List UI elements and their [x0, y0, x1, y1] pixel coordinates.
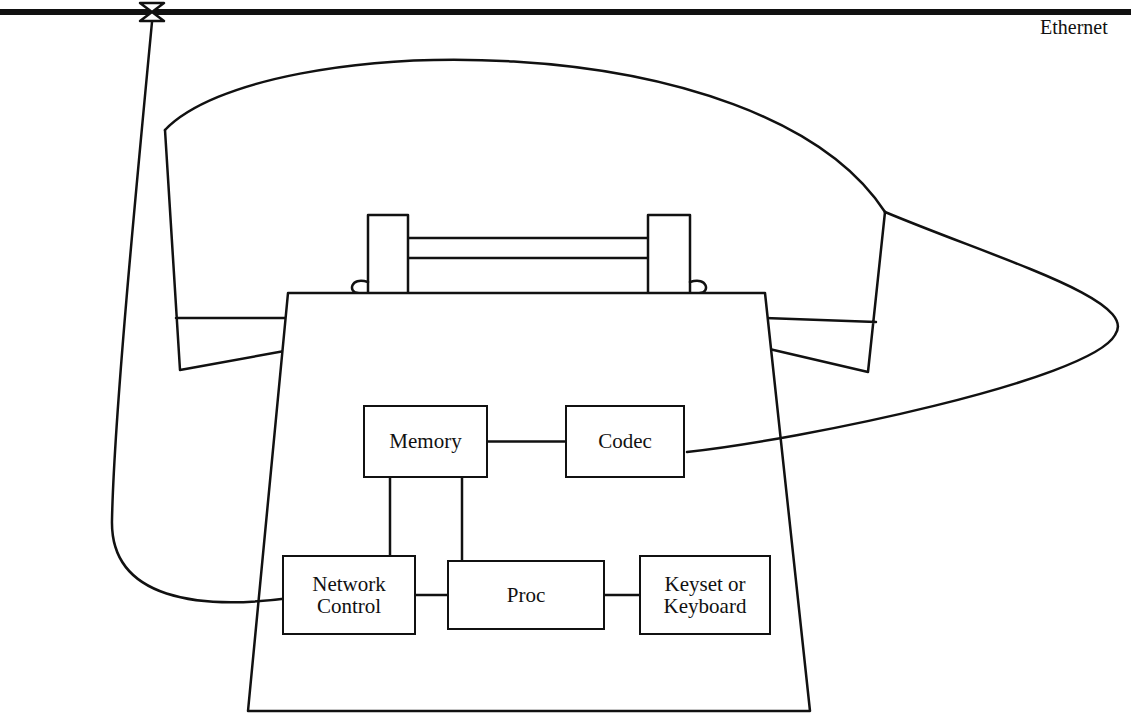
component-name: Memory — [389, 430, 461, 452]
cradle-hook-curves — [352, 281, 706, 293]
component-box: Keyset or Keyboard — [639, 555, 771, 635]
component-box: Codec — [565, 405, 685, 478]
component-box: Memory — [363, 405, 488, 478]
component-box: Network Control — [282, 555, 416, 635]
component-name: Network Control — [284, 573, 414, 617]
cradle-hooks — [368, 215, 690, 293]
handset-cord — [687, 212, 1118, 452]
network-cable — [112, 22, 290, 602]
component-name: Codec — [598, 430, 652, 452]
network-label: Ethernet — [1040, 16, 1108, 39]
handset-earpiece — [765, 212, 885, 372]
ethernet-bus — [0, 9, 1131, 15]
phone-base — [248, 293, 810, 711]
bus-line — [461, 478, 464, 560]
handset-arch — [165, 60, 885, 212]
component-name: Keyset or Keyboard — [641, 573, 769, 617]
handset-mouthpiece — [165, 130, 290, 370]
bus-line — [488, 440, 565, 443]
component-box: Proc — [447, 560, 605, 630]
component-name: Proc — [507, 584, 546, 606]
bus-line — [416, 594, 447, 597]
bus-line — [389, 478, 392, 555]
network-tap — [140, 3, 164, 21]
bus-line — [605, 594, 639, 597]
